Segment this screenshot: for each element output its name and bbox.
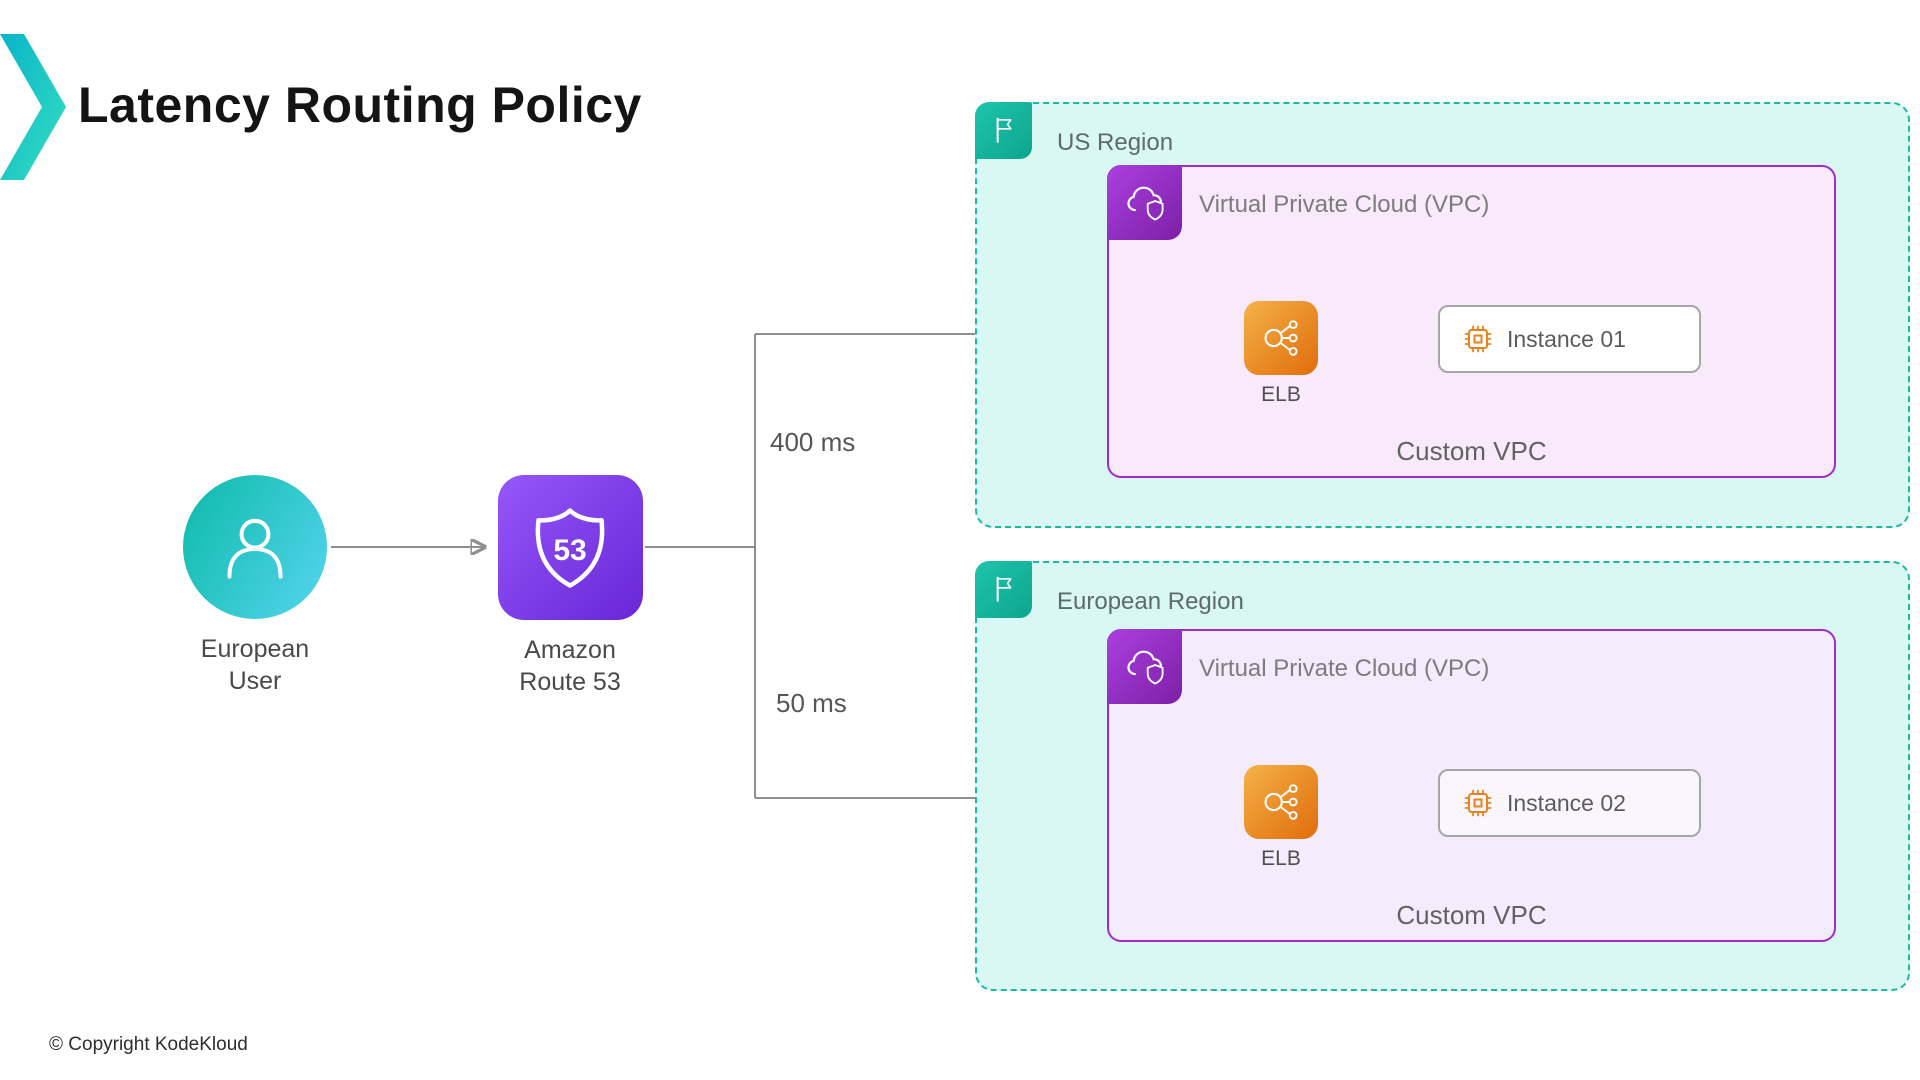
vpc-title: Virtual Private Cloud (VPC) xyxy=(1199,654,1490,682)
region-us: US Region Virtual Private Cloud (VPC) xyxy=(974,101,1910,528)
cpu-icon xyxy=(1464,789,1492,817)
route53-node-label: Amazon Route 53 xyxy=(519,636,621,696)
latency-label-us: 400 ms xyxy=(770,427,856,457)
elb-node-us: ELB xyxy=(1244,301,1318,407)
user-node-label: European User xyxy=(200,635,310,695)
cpu-icon xyxy=(1464,325,1492,353)
vpc-title: Virtual Private Cloud (VPC) xyxy=(1199,190,1490,218)
kodekloud-chevron-logo xyxy=(0,34,66,180)
custom-vpc-label: Custom VPC xyxy=(1396,900,1547,930)
region-eu: European Region Virtual Private Cloud (V… xyxy=(974,560,1910,991)
instance-02-box: Instance 02 xyxy=(1438,769,1701,837)
region-flag-icon xyxy=(974,101,1032,159)
elb-icon xyxy=(1244,301,1318,375)
route53-badge: 53 xyxy=(553,534,586,567)
elb-icon xyxy=(1244,765,1318,839)
instance-label: Instance 01 xyxy=(1507,325,1626,352)
latency-label-eu: 50 ms xyxy=(776,688,847,718)
region-name: US Region xyxy=(1057,129,1174,156)
vpc-icon xyxy=(1107,629,1182,704)
copyright-text: © Copyright KodeKloud xyxy=(49,1034,248,1055)
region-name: European Region xyxy=(1057,588,1244,615)
elb-label: ELB xyxy=(1261,383,1301,406)
instance-label: Instance 02 xyxy=(1507,789,1626,816)
vpc-icon xyxy=(1107,165,1182,240)
elb-label: ELB xyxy=(1261,847,1301,870)
page-title: Latency Routing Policy xyxy=(78,77,642,133)
region-flag-icon xyxy=(974,560,1032,618)
european-user-node: European User xyxy=(163,475,347,697)
route53-node: 53 Amazon Route 53 xyxy=(470,475,670,698)
route53-icon: 53 xyxy=(497,475,643,620)
user-icon xyxy=(183,475,327,619)
custom-vpc-label: Custom VPC xyxy=(1396,436,1547,466)
instance-01-box: Instance 01 xyxy=(1438,305,1701,373)
elb-node-eu: ELB xyxy=(1244,765,1318,871)
vpc-box-eu: Virtual Private Cloud (VPC) ELB xyxy=(1107,629,1836,942)
vpc-box-us: Virtual Private Cloud (VPC) ELB xyxy=(1107,165,1836,478)
